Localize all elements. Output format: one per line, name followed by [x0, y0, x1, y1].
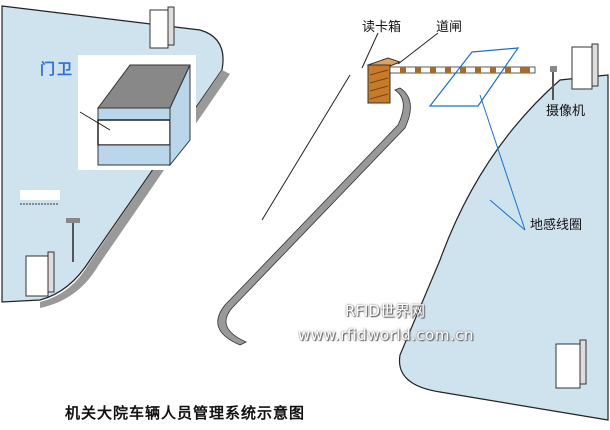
- label-guard: 门卫: [40, 60, 75, 78]
- loop-detector-coil: [428, 47, 520, 107]
- watermark-name: RFID世界网: [345, 302, 426, 320]
- card-reader-box: [366, 57, 402, 104]
- diagram-title: 机关大院车辆人员管理系统示意图: [65, 404, 306, 422]
- middle-curb: [217, 87, 411, 346]
- leader-loop-2: [489, 199, 526, 231]
- label-barrier-gate: 道闸: [436, 20, 463, 35]
- label-card-reader: 读卡箱: [362, 20, 402, 35]
- leader-loop-1: [479, 94, 526, 231]
- leader-card-reader: [361, 32, 379, 69]
- left-camera-pole: [20, 190, 80, 262]
- pillar-top-right: [571, 43, 599, 90]
- pillar-bottom-right: [555, 339, 587, 389]
- barrier-arm: [389, 66, 536, 74]
- label-loop-detector: 地感线圈: [530, 218, 583, 233]
- lane-line: [261, 74, 351, 221]
- leader-guard: [79, 111, 111, 131]
- right-sidewalk: [398, 74, 609, 421]
- pillar-top-left: [149, 6, 175, 49]
- pillar-bottom-left: [25, 251, 55, 297]
- leader-barrier: [397, 32, 439, 65]
- guard-booth: [78, 55, 196, 170]
- camera-pole: [550, 66, 557, 100]
- watermark-url: www.rfidworld.com.cn: [298, 326, 474, 344]
- label-camera: 摄像机: [546, 104, 586, 119]
